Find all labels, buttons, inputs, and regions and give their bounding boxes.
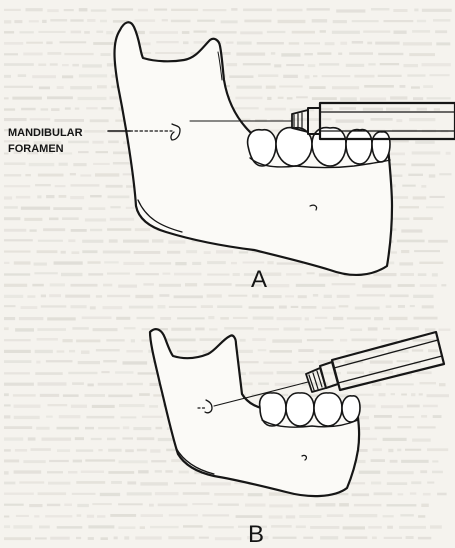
panel-label-b: B [248,521,264,548]
barrel-line-b [334,340,438,368]
tooth-b-2 [286,393,314,426]
tooth-b-3 [314,393,342,426]
tooth-a-2 [276,128,312,166]
tooth-b-4 [342,396,360,422]
syringe-barrel-b [332,332,444,390]
tooth-a-4 [346,130,372,164]
panel-a: MANDIBULAR FORAMEN A [8,22,455,293]
label-mandibular: MANDIBULAR [8,127,83,139]
tooth-a-5 [372,132,390,162]
panel-label-a: A [251,266,267,293]
panel-b: B [150,329,444,548]
hub-threads-a [294,113,302,129]
label-foramen: FORAMEN [8,143,64,155]
